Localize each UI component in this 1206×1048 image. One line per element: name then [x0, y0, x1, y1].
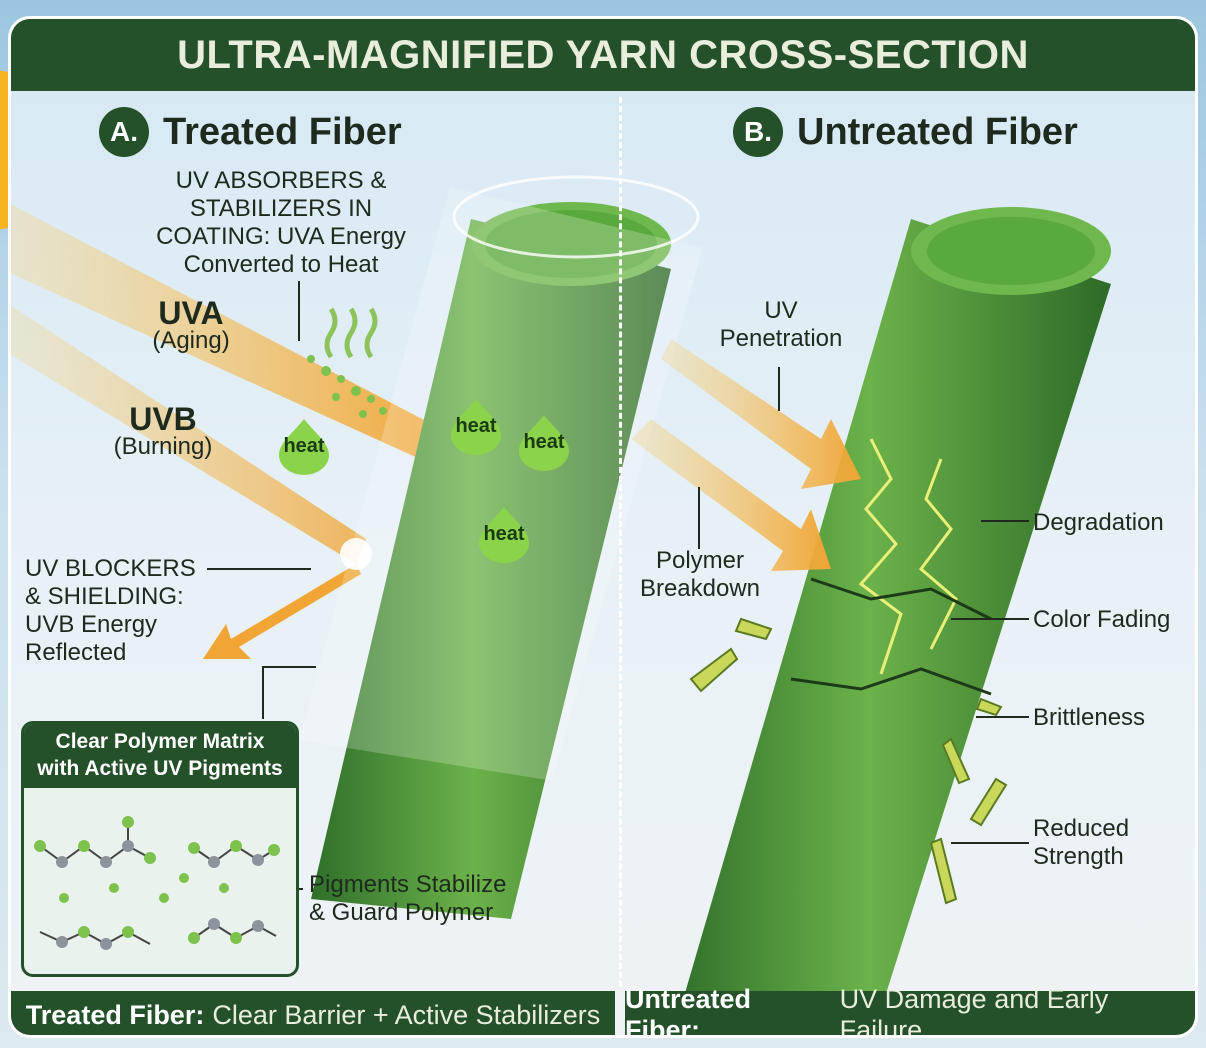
fiber-crack — [790, 667, 992, 696]
reduced-strength-label: Reduced Strength — [1033, 815, 1129, 871]
breakdown-line-1: Polymer — [655, 547, 745, 574]
title-bar: ULTRA-MAGNIFIED YARN CROSS-SECTION — [11, 19, 1195, 91]
panel-divider — [619, 97, 622, 987]
page-title: ULTRA-MAGNIFIED YARN CROSS-SECTION — [177, 32, 1029, 77]
pigments-line-1: Pigments Stabilize — [309, 871, 507, 898]
reduced-line-1: Reduced — [1033, 815, 1130, 842]
footer-left-text: Clear Barrier + Active Stabilizers — [212, 999, 601, 1030]
polymer-matrix-inset: Clear Polymer Matrix with Active UV Pigm… — [21, 721, 299, 977]
reduced-line-2: Strength — [1033, 843, 1124, 870]
uvb-title: UVB — [129, 401, 197, 437]
heat-icon: heat — [515, 413, 573, 471]
footer-right-text: UV Damage and Early Failure — [839, 984, 1109, 1038]
badge-a: A. — [99, 107, 149, 157]
molecule-diagram — [34, 816, 280, 950]
untreated-fiber — [672, 207, 1111, 1035]
main-panel: ULTRA-MAGNIFIED YARN CROSS-SECTION A. Tr… — [8, 16, 1198, 1038]
blockers-line-2: & SHIELDING: — [25, 583, 184, 610]
header-a: A. Treated Fiber — [99, 107, 402, 157]
inset-title-line-2: with Active UV Pigments — [37, 757, 283, 780]
heat-icon: heat — [447, 397, 505, 455]
heat-label: heat — [283, 435, 325, 457]
heat-icon: heat — [275, 417, 333, 475]
inset-title-line-1: Clear Polymer Matrix — [55, 730, 265, 753]
absorbers-line-3: UVA Energy — [276, 223, 406, 250]
uvb-beam — [11, 305, 366, 564]
heat-wave-icon — [324, 307, 378, 359]
uva-beam — [11, 204, 451, 464]
inset-title: Clear Polymer Matrix with Active UV Pigm… — [24, 724, 296, 788]
penetration-line-1: UV — [764, 297, 798, 324]
fiber-crack — [810, 577, 992, 621]
blockers-line-4: Reflected — [25, 639, 127, 666]
absorbers-label: UV ABSORBERS & STABILIZERS IN COATING: U… — [141, 167, 421, 279]
fiber-crack — [858, 438, 903, 675]
uv-penetration-label: UV Penetration — [701, 297, 861, 353]
pigments-line-2: & Guard Polymer — [309, 899, 494, 926]
uvb-label: UVB (Burning) — [103, 401, 223, 461]
uvb-sub: (Burning) — [113, 433, 213, 460]
polymer-breakdown-label: Polymer Breakdown — [625, 547, 775, 603]
heat-label: heat — [483, 523, 525, 545]
footer-left: Treated Fiber: Clear Barrier + Active St… — [11, 991, 615, 1035]
absorber-particles — [307, 355, 387, 418]
uva-sub: (Aging) — [152, 327, 230, 354]
badge-b: B. — [733, 107, 783, 157]
panel-b-title: Untreated Fiber — [797, 110, 1078, 153]
footer-left-key: Treated Fiber: — [25, 999, 205, 1030]
footer-right-key: Untreated Fiber: — [625, 984, 752, 1038]
uva-label: UVA (Aging) — [141, 295, 241, 355]
fiber-crack — [918, 458, 958, 650]
polymer-breakdown-arrow — [631, 419, 831, 571]
brittleness-label: Brittleness — [1033, 704, 1146, 731]
reflection-flare — [340, 538, 372, 570]
heat-label: heat — [455, 415, 497, 437]
blockers-line-1: UV BLOCKERS — [25, 555, 196, 582]
absorbers-line-3-bold: COATING: — [156, 223, 271, 250]
pigments-label: Pigments Stabilize & Guard Polymer — [309, 871, 506, 927]
breakdown-line-2: Breakdown — [639, 575, 761, 602]
fiber-fragments — [689, 617, 1008, 905]
absorbers-line-1: UV ABSORBERS & — [175, 167, 387, 194]
degradation-label: Degradation — [1033, 509, 1164, 536]
color-fading-label: Color Fading — [1033, 606, 1171, 633]
heat-icon: heat — [475, 505, 533, 563]
absorbers-line-4: Converted to Heat — [183, 251, 379, 278]
blockers-label: UV BLOCKERS & SHIELDING: UVB Energy Refl… — [25, 555, 196, 667]
reflected-uvb-arrow — [203, 564, 361, 659]
uv-penetration-arrow — [661, 339, 861, 489]
footer-right: Untreated Fiber: UV Damage and Early Fai… — [625, 984, 1195, 1035]
absorbers-line-2: STABILIZERS IN — [189, 195, 373, 222]
heat-label: heat — [523, 431, 565, 453]
penetration-line-2: Penetration — [719, 325, 843, 352]
header-b: B. Untreated Fiber — [733, 107, 1078, 157]
blockers-line-3: UVB Energy — [25, 611, 158, 638]
uva-title: UVA — [158, 295, 224, 331]
panel-a-title: Treated Fiber — [163, 110, 402, 153]
